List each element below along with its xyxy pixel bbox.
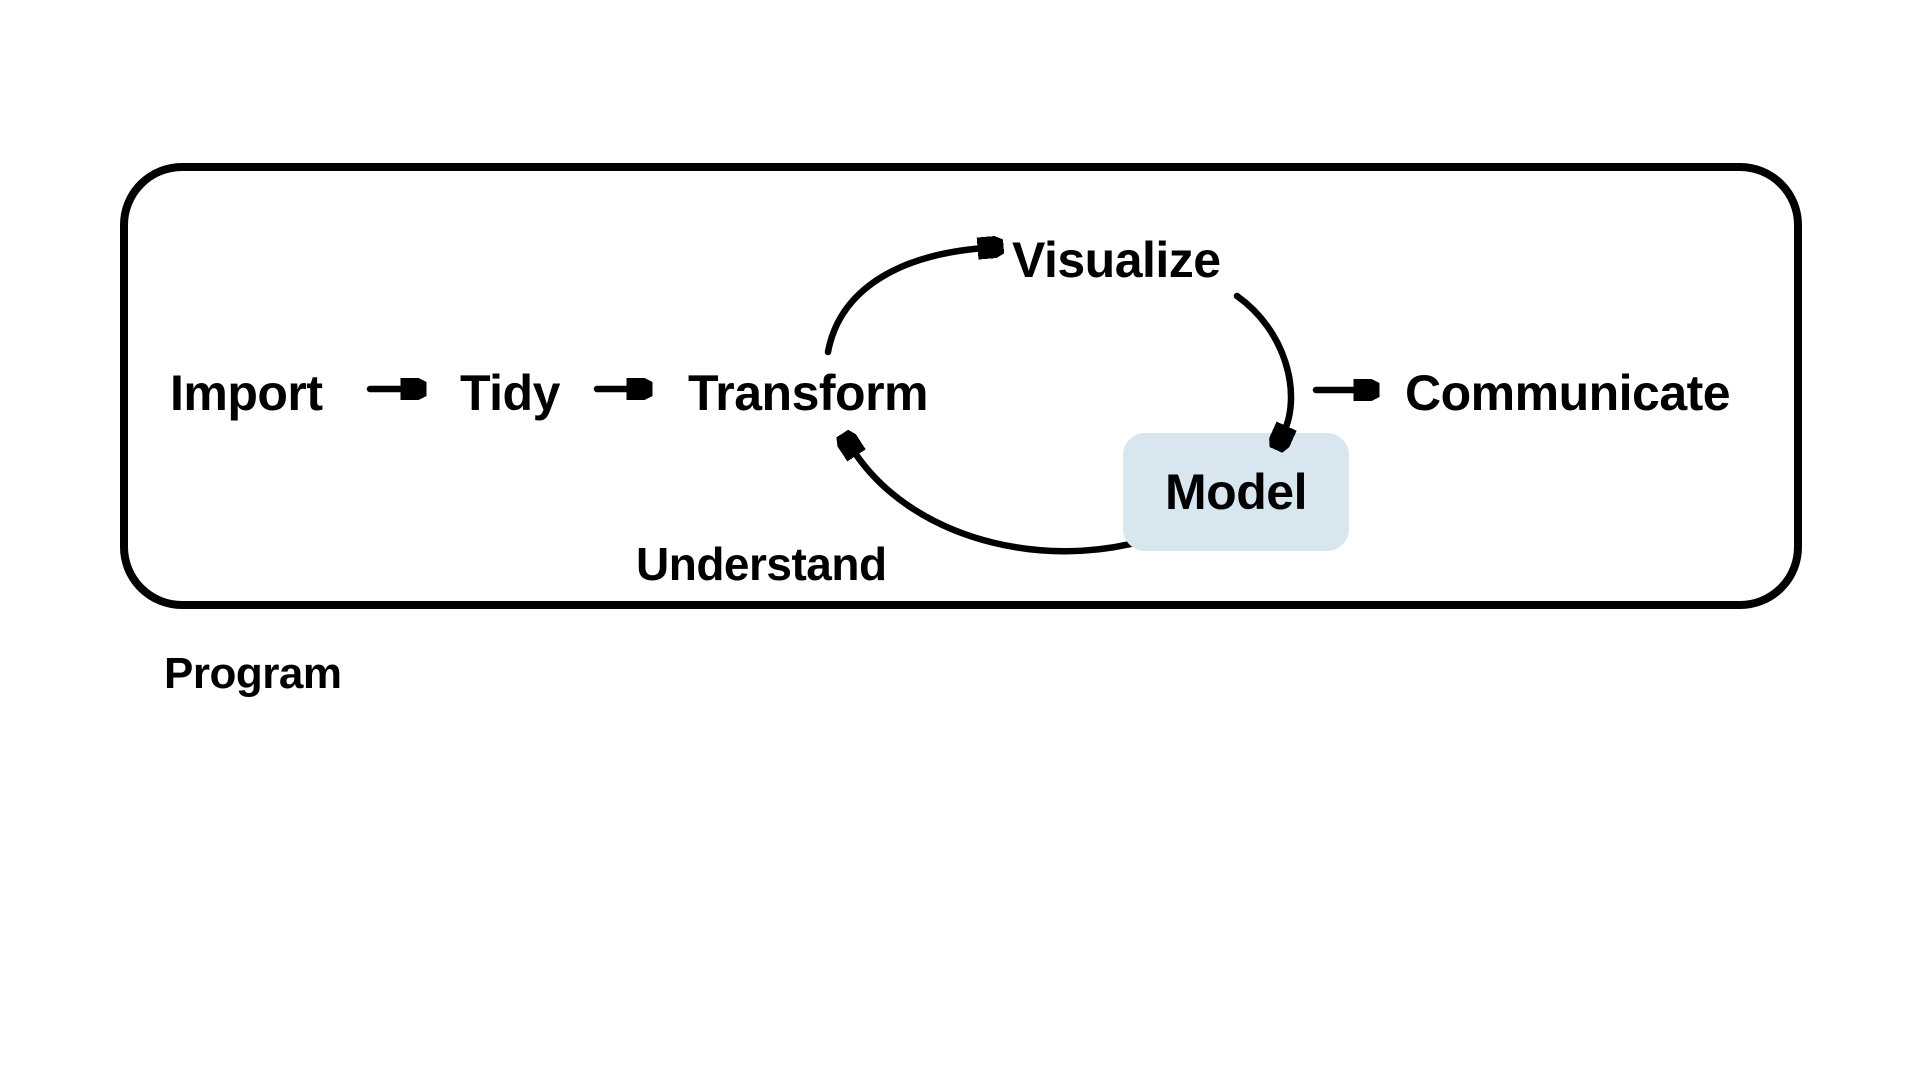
node-label-visualize: Visualize [1012, 232, 1221, 288]
node-label-transform: Transform [688, 365, 929, 421]
node-label-model: Model [1165, 464, 1307, 520]
node-label-communicate: Communicate [1405, 365, 1731, 421]
node-label-import: Import [170, 365, 323, 421]
node-label-tidy: Tidy [460, 365, 560, 421]
phase-label-understand: Understand [636, 538, 887, 590]
model-node-box: Model [1123, 433, 1349, 551]
phase-label-program: Program [164, 649, 342, 698]
program-border-box [120, 163, 1802, 609]
